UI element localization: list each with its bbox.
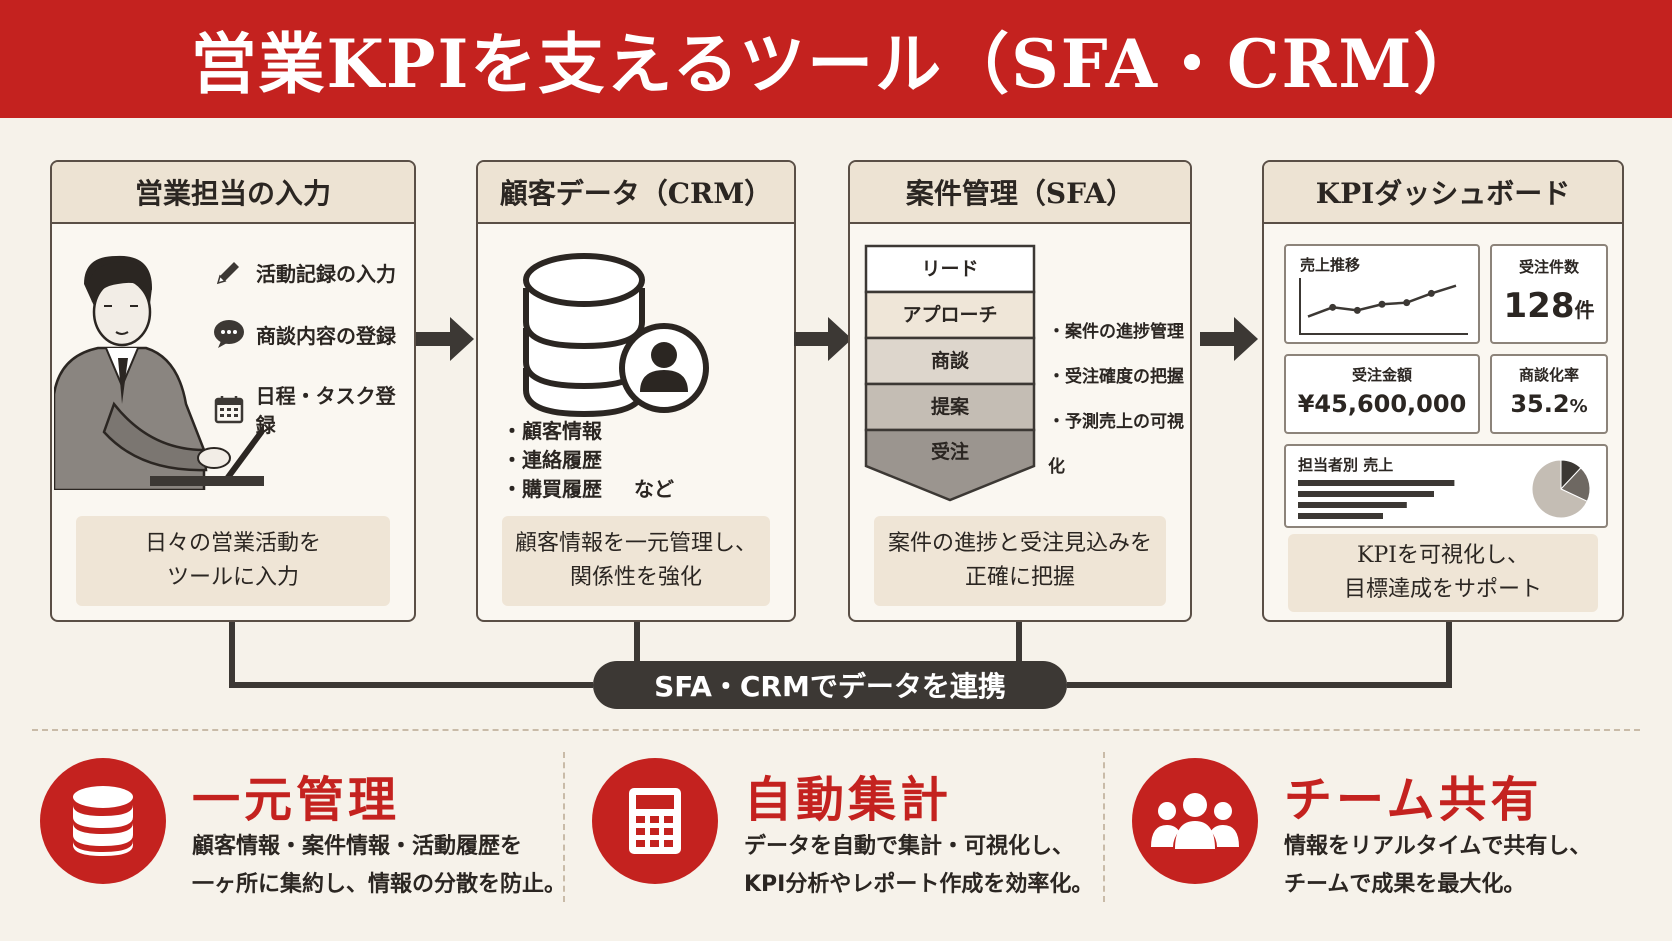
panel-title: 案件管理（SFA）	[850, 162, 1190, 224]
rep-sales-bar	[1298, 491, 1434, 497]
panel-title: 営業担当の入力	[52, 162, 414, 224]
data-link-label: SFA・CRMでデータを連携	[593, 661, 1067, 709]
pie-slice	[1560, 467, 1591, 503]
team-icon	[1132, 758, 1258, 884]
list-item: ・案件の進捗管理	[1048, 322, 1184, 342]
trend-point	[1403, 299, 1411, 307]
input-item: 日程・タスク登録	[212, 380, 414, 438]
sales-by-rep-bar-chart	[1298, 480, 1455, 519]
feature-description: 情報をリアルタイムで共有し、 チームで成果を最大化。	[1284, 834, 1592, 897]
feature-team-sharing: チーム共有 情報をリアルタイムで共有し、 チームで成果を最大化。	[1132, 758, 1632, 908]
salesperson-illustration-icon	[54, 255, 264, 490]
panel-title: KPIダッシュボード	[1264, 162, 1622, 224]
sales-share-pie-chart	[1531, 459, 1591, 519]
page-header: 営業KPIを支えるツール（SFA・CRM）	[0, 0, 1672, 118]
feature-title: 自動集計	[744, 772, 953, 828]
list-item: ・受注確度の把握	[1048, 367, 1184, 387]
panel-sales-input: 営業担当の入力 活動記録の入力 商談内容の登録	[50, 160, 416, 622]
order-amount-value: ¥45,600,000	[1297, 390, 1467, 418]
sales-funnel: リード アプローチ 商談 提案 受注	[864, 244, 1036, 502]
feature-divider	[563, 752, 565, 902]
section-divider	[32, 729, 1640, 731]
panel-crm: 顧客データ（CRM） ・顧客情報 ・連絡履歴 ・購買履歴 など 顧客情報を一元管理…	[476, 160, 796, 622]
panel-kpi-dashboard: KPIダッシュボード 売上推移 受注件数 128件 受注金額 ¥45,600,0…	[1262, 160, 1624, 622]
pie-slice	[1531, 459, 1588, 519]
feature-divider	[1103, 752, 1105, 902]
page-title: 営業KPIを支えるツール（SFA・CRM）	[190, 25, 1482, 103]
arrow-right-icon	[416, 317, 474, 361]
chat-bubble-icon	[212, 317, 246, 351]
input-item: 活動記録の入力	[212, 255, 396, 289]
calculator-icon	[592, 758, 718, 884]
rep-sales-bar	[1298, 513, 1383, 519]
funnel-stage-negotiation: 商談	[931, 349, 970, 372]
panel-sfa: 案件管理（SFA） リード アプローチ 商談 提案 受注 ・案件の進捗管理 ・受…	[848, 160, 1192, 622]
etc-label: など	[634, 477, 674, 501]
funnel-stage-approach: アプローチ	[902, 303, 997, 326]
crm-bullet-list: ・顧客情報 ・連絡履歴 ・購買履歴 など	[502, 417, 674, 504]
panel-summary: 顧客情報を一元管理し、 関係性を強化	[502, 516, 770, 606]
list-item: ・連絡履歴	[502, 448, 602, 472]
trend-point	[1378, 300, 1386, 308]
trend-point	[1329, 303, 1337, 311]
pencil-icon	[212, 255, 246, 289]
order-amount-card: 受注金額 ¥45,600,000	[1284, 354, 1480, 434]
panel-title: 顧客データ（CRM）	[478, 162, 794, 224]
database-user-icon	[523, 253, 709, 418]
list-item: ・顧客情報	[502, 419, 602, 443]
funnel-stage-proposal: 提案	[931, 395, 970, 418]
rep-sales-bar	[1298, 502, 1407, 508]
sales-trend-line-chart	[1299, 278, 1468, 335]
trend-point	[1353, 306, 1361, 314]
sfa-notes: ・案件の進捗管理 ・受注確度の把握 ・予測売上の可視化	[1048, 310, 1190, 490]
feature-centralized: 一元管理 顧客情報・案件情報・活動履歴を 一ヶ所に集約し、情報の分散を防止。	[40, 758, 566, 908]
panel-summary: 日々の営業活動を ツールに入力	[76, 516, 390, 606]
orders-count-card: 受注件数 128件	[1490, 244, 1608, 344]
feature-description: データを自動で集計・可視化し、 KPI分析やレポート作成を効率化。	[744, 834, 1094, 897]
database-icon	[40, 758, 166, 884]
feature-title: 一元管理	[192, 772, 401, 828]
conversion-rate-card: 商談化率 35.2%	[1490, 354, 1608, 434]
list-item: ・予測売上の可視化	[1048, 412, 1184, 477]
list-item: ・購買履歴	[502, 477, 602, 501]
sales-by-rep-card: 担当者別 売上	[1284, 444, 1608, 528]
conversion-rate-value: 35.2%	[1510, 390, 1588, 418]
sales-trend-card: 売上推移	[1284, 244, 1480, 344]
rep-sales-bar	[1298, 480, 1455, 486]
arrow-right-icon	[1200, 317, 1258, 361]
arrow-right-icon	[794, 317, 852, 361]
feature-description: 顧客情報・案件情報・活動履歴を 一ヶ所に集約し、情報の分散を防止。	[192, 834, 567, 897]
feature-title: チーム共有	[1284, 772, 1543, 828]
calendar-icon	[212, 392, 246, 426]
feature-auto-aggregation: 自動集計 データを自動で集計・可視化し、 KPI分析やレポート作成を効率化。	[592, 758, 1094, 908]
panel-summary: KPIを可視化し、 目標達成をサポート	[1288, 534, 1598, 612]
funnel-stage-lead: リード	[921, 258, 978, 280]
funnel-stage-won: 受注	[931, 440, 969, 463]
panel-summary: 案件の進捗と受注見込みを 正確に把握	[874, 516, 1166, 606]
orders-count-value: 128件	[1503, 286, 1595, 326]
input-item: 商談内容の登録	[212, 317, 396, 351]
trend-point	[1427, 289, 1435, 297]
